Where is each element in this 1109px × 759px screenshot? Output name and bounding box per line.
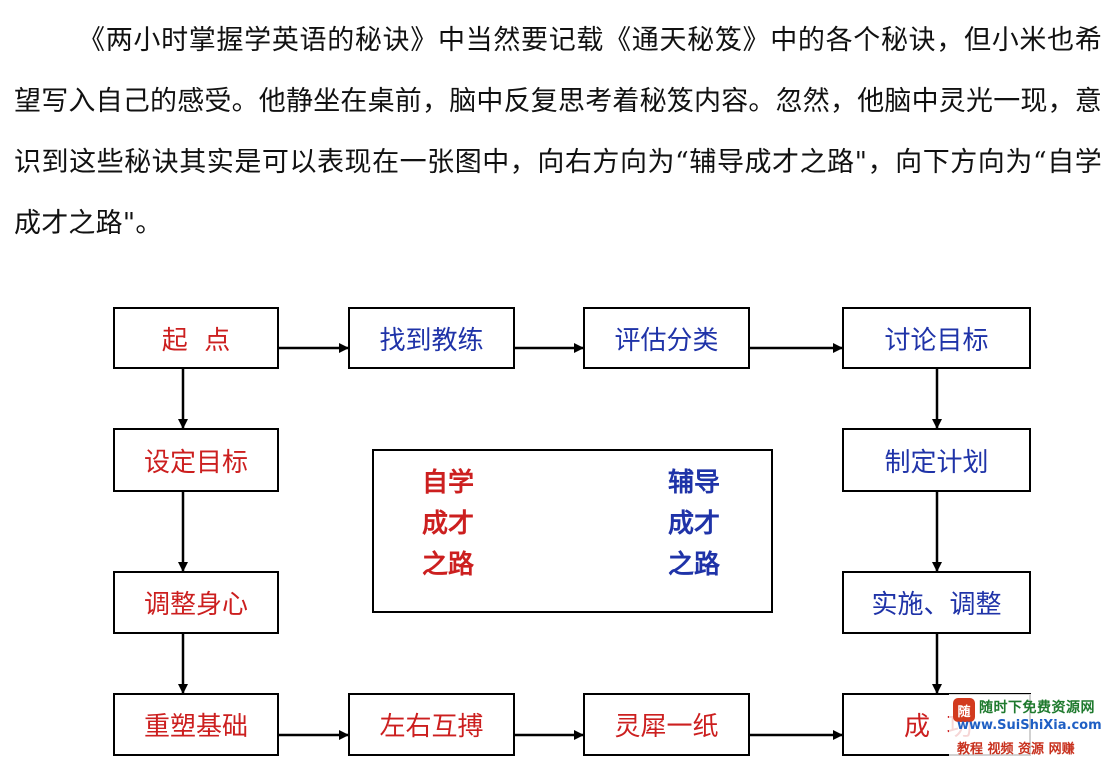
watermark-site-name: 随时下免费资源网 bbox=[979, 700, 1095, 716]
legend-box: 自学 成才 之路 辅导 成才 之路 bbox=[372, 449, 773, 613]
legend-coaching: 辅导 成才 之路 bbox=[668, 463, 720, 586]
node-adjust-body-mind: 调整身心 bbox=[113, 571, 279, 634]
intro-paragraph: 《两小时掌握学英语的秘诀》中当然要记载《通天秘笈》中的各个秘诀，但小米也希望写入… bbox=[14, 25, 1102, 239]
node-rebuild-foundation: 重塑基础 bbox=[113, 693, 279, 756]
watermark-tagline: 教程 视频 资源 网赚 bbox=[957, 742, 1075, 757]
watermark-url: www.SuiShiXia.com bbox=[957, 718, 1102, 733]
node-make-plan: 制定计划 bbox=[842, 428, 1031, 492]
node-implement-adjust: 实施、调整 bbox=[842, 571, 1031, 634]
node-left-right-spar: 左右互搏 bbox=[348, 693, 515, 756]
node-assess-classify: 评估分类 bbox=[583, 307, 750, 369]
legend-self-study-line-1: 自学 bbox=[422, 468, 475, 498]
legend-self-study-line-3: 之路 bbox=[422, 550, 475, 580]
node-one-paper: 灵犀一纸 bbox=[583, 693, 750, 756]
legend-coaching-line-1: 辅导 bbox=[668, 468, 721, 498]
watermark-badge-icon: 随 bbox=[953, 698, 975, 722]
node-find-coach: 找到教练 bbox=[348, 307, 515, 369]
legend-coaching-line-2: 成才 bbox=[668, 509, 721, 539]
node-set-goal: 设定目标 bbox=[113, 428, 279, 492]
watermark: 随 随时下免费资源网 www.SuiShiXia.com 教程 视频 资源 网赚 bbox=[949, 694, 1109, 759]
legend-self-study-line-2: 成才 bbox=[422, 509, 475, 539]
legend-coaching-line-3: 之路 bbox=[668, 550, 721, 580]
node-start: 起 点 bbox=[113, 307, 279, 369]
node-discuss-goals: 讨论目标 bbox=[842, 307, 1031, 369]
legend-self-study: 自学 成才 之路 bbox=[422, 463, 474, 586]
